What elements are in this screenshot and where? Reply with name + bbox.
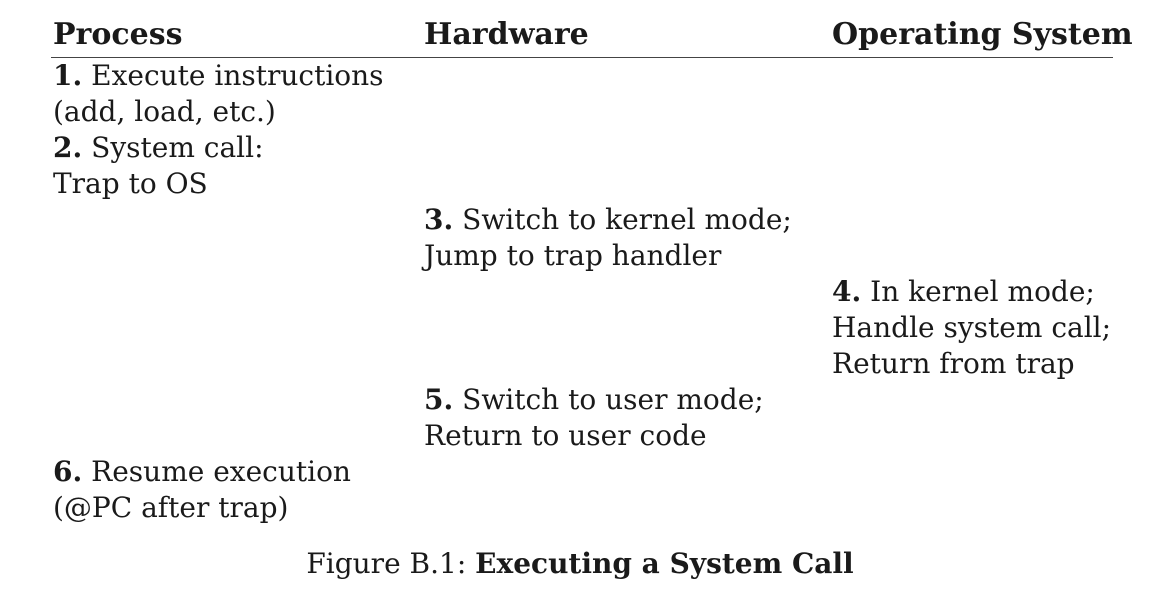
step-number: 5. bbox=[424, 383, 454, 416]
step-number: 3. bbox=[424, 203, 454, 236]
step-text: (@PC after trap) bbox=[53, 491, 289, 524]
step-1: 1. Execute instructions (add, load, etc.… bbox=[53, 58, 384, 130]
caption-title: Executing a System Call bbox=[475, 547, 854, 580]
step-5: 5. Switch to user mode; Return to user c… bbox=[424, 382, 764, 454]
step-2: 2. System call: Trap to OS bbox=[53, 130, 264, 202]
figure-caption: Figure B.1: Executing a System Call bbox=[0, 546, 1160, 582]
step-number: 2. bbox=[53, 131, 83, 164]
step-text: Return from trap bbox=[832, 347, 1075, 380]
column-header-hardware: Hardware bbox=[424, 17, 589, 52]
step-text: Execute instructions bbox=[91, 59, 384, 92]
step-text: Switch to kernel mode; bbox=[462, 203, 792, 236]
step-text: (add, load, etc.) bbox=[53, 95, 276, 128]
step-text: In kernel mode; bbox=[870, 275, 1095, 308]
column-header-os: Operating System bbox=[832, 17, 1133, 52]
step-text: Trap to OS bbox=[53, 167, 208, 200]
step-text: Switch to user mode; bbox=[462, 383, 764, 416]
step-number: 4. bbox=[832, 275, 862, 308]
step-number: 1. bbox=[53, 59, 83, 92]
step-text: Handle system call; bbox=[832, 311, 1112, 344]
step-text: Jump to trap handler bbox=[424, 239, 722, 272]
step-6: 6. Resume execution (@PC after trap) bbox=[53, 454, 351, 526]
step-text: Return to user code bbox=[424, 419, 707, 452]
step-number: 6. bbox=[53, 455, 83, 488]
caption-prefix: Figure B.1: bbox=[306, 547, 476, 580]
step-text: System call: bbox=[91, 131, 264, 164]
step-4: 4. In kernel mode; Handle system call; R… bbox=[832, 274, 1111, 382]
header-rule bbox=[51, 57, 1113, 58]
column-header-process: Process bbox=[53, 17, 183, 52]
step-text: Resume execution bbox=[91, 455, 351, 488]
step-3: 3. Switch to kernel mode; Jump to trap h… bbox=[424, 202, 792, 274]
